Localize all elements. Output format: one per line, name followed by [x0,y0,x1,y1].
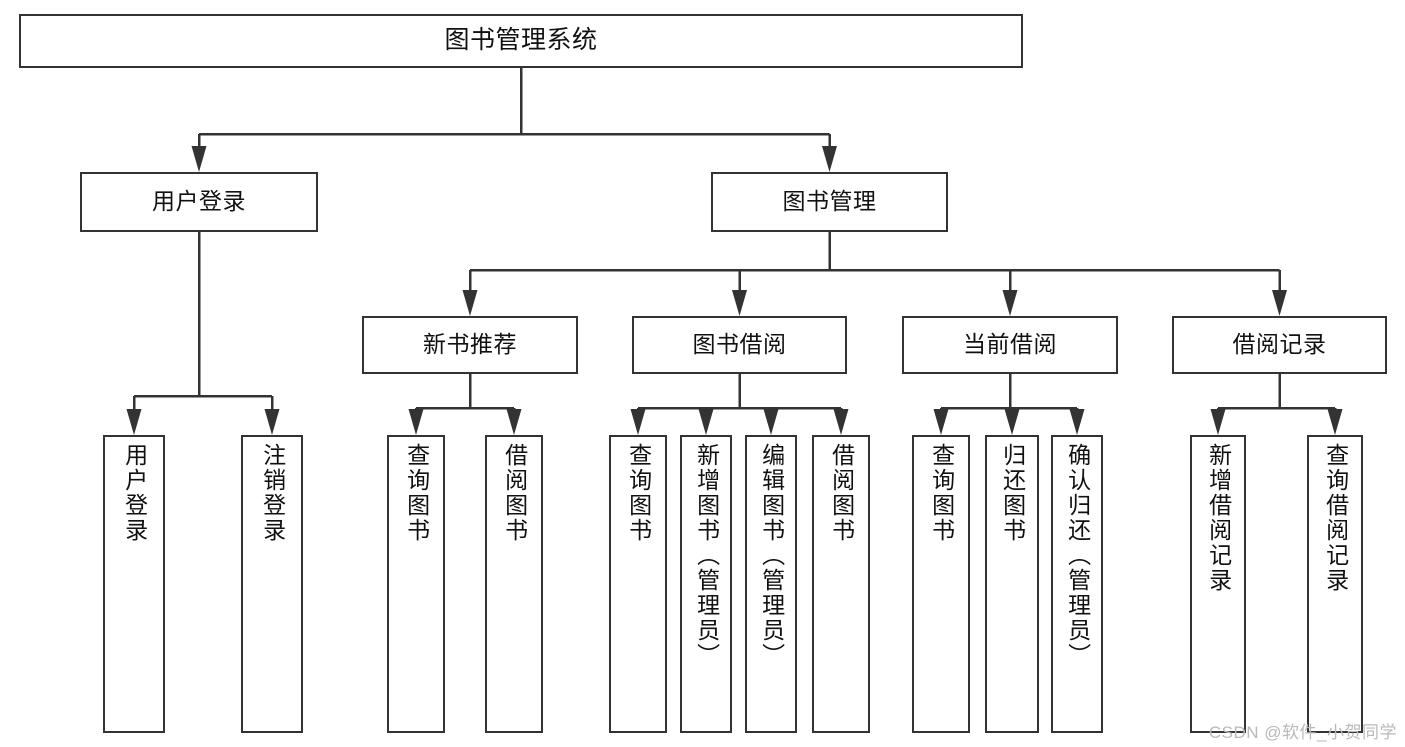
node-label: 借阅图书 [501,443,528,543]
node-leaf-query-book-recommend[interactable]: 查询图书 [387,435,445,733]
edge-arrowhead [1210,409,1226,435]
node-borrow-record[interactable]: 借阅记录 [1172,316,1387,374]
node-leaf-borrow-book[interactable]: 借阅图书 [812,435,870,733]
node-label: 新增图书（管理员） [693,443,720,668]
node-label: 新增借阅记录 [1205,443,1232,593]
node-label: 用户登录 [121,443,148,543]
node-label: 查询借阅记录 [1322,443,1349,593]
edge-arrowhead [1002,290,1018,316]
edge-arrowhead [1327,409,1343,435]
node-leaf-user-login[interactable]: 用户登录 [103,435,165,733]
node-book-manage[interactable]: 图书管理 [711,172,948,232]
node-label: 编辑图书（管理员） [758,443,785,668]
edge-arrowhead [1272,290,1287,316]
node-user-login[interactable]: 用户登录 [80,172,318,232]
edge-arrowhead [264,409,280,435]
node-label: 借阅图书 [828,443,855,543]
edge-arrowhead [822,146,837,172]
node-leaf-add-borrow-record[interactable]: 新增借阅记录 [1190,435,1246,733]
edge-arrowhead [630,409,646,435]
node-leaf-edit-book[interactable]: 编辑图书（管理员） [745,435,797,733]
node-label: 图书借阅 [692,331,787,358]
node-leaf-query-book-borrow[interactable]: 查询图书 [609,435,667,733]
node-leaf-logout-login[interactable]: 注销登录 [241,435,303,733]
node-label: 归还图书 [999,443,1026,543]
edge-arrowhead [933,409,949,435]
node-label: 图书管理 [782,188,877,215]
node-label: 确认归还（管理员） [1064,443,1091,668]
node-label: 新书推荐 [423,331,517,358]
node-label: 查询图书 [928,443,955,543]
node-label: 查询图书 [625,443,652,543]
edge-arrowhead [408,409,424,435]
node-label: 注销登录 [259,443,286,543]
node-leaf-borrow-book-recommend[interactable]: 借阅图书 [485,435,543,733]
watermark-text: CSDN @软件_小贺同学 [1208,723,1397,742]
node-current-borrow[interactable]: 当前借阅 [902,316,1118,374]
edge-arrowhead [833,409,849,435]
node-leaf-confirm-return[interactable]: 确认归还（管理员） [1051,435,1103,733]
edge-arrowhead [1069,409,1085,435]
edge-arrowhead [763,409,779,435]
node-label: 借阅记录 [1232,331,1327,358]
node-label: 用户登录 [152,188,246,215]
node-leaf-return-book[interactable]: 归还图书 [985,435,1039,733]
edge-arrowhead [191,146,207,172]
node-book-borrow[interactable]: 图书借阅 [632,316,847,374]
node-leaf-query-book-current[interactable]: 查询图书 [912,435,970,733]
edge-arrowhead [462,290,478,316]
edge-arrowhead [732,290,747,316]
node-label: 图书管理系统 [444,26,598,55]
edge-arrowhead [126,409,142,435]
edge-arrowhead [1004,409,1020,435]
node-leaf-add-book[interactable]: 新增图书（管理员） [680,435,732,733]
node-label: 当前借阅 [963,331,1057,358]
node-new-book-recommend[interactable]: 新书推荐 [362,316,578,374]
node-root[interactable]: 图书管理系统 [19,14,1023,68]
node-label: 查询图书 [403,443,430,543]
edge-arrowhead [698,409,714,435]
node-leaf-query-borrow-record[interactable]: 查询借阅记录 [1307,435,1363,733]
edge-arrowhead [506,409,522,435]
